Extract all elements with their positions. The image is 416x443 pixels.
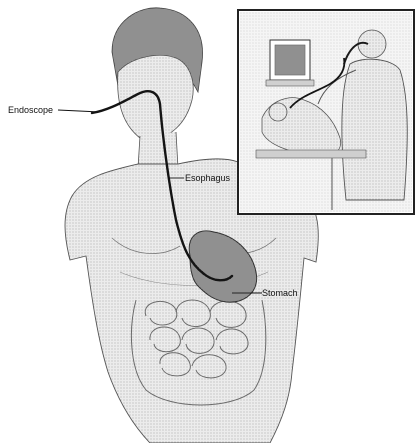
- procedure-inset: [238, 10, 414, 214]
- label-esophagus: Esophagus: [185, 174, 230, 183]
- monitor: [266, 40, 314, 86]
- label-stomach: Stomach: [262, 289, 298, 298]
- label-endoscope: Endoscope: [8, 106, 53, 115]
- neck: [138, 132, 178, 168]
- endoscope-leader: [58, 110, 100, 112]
